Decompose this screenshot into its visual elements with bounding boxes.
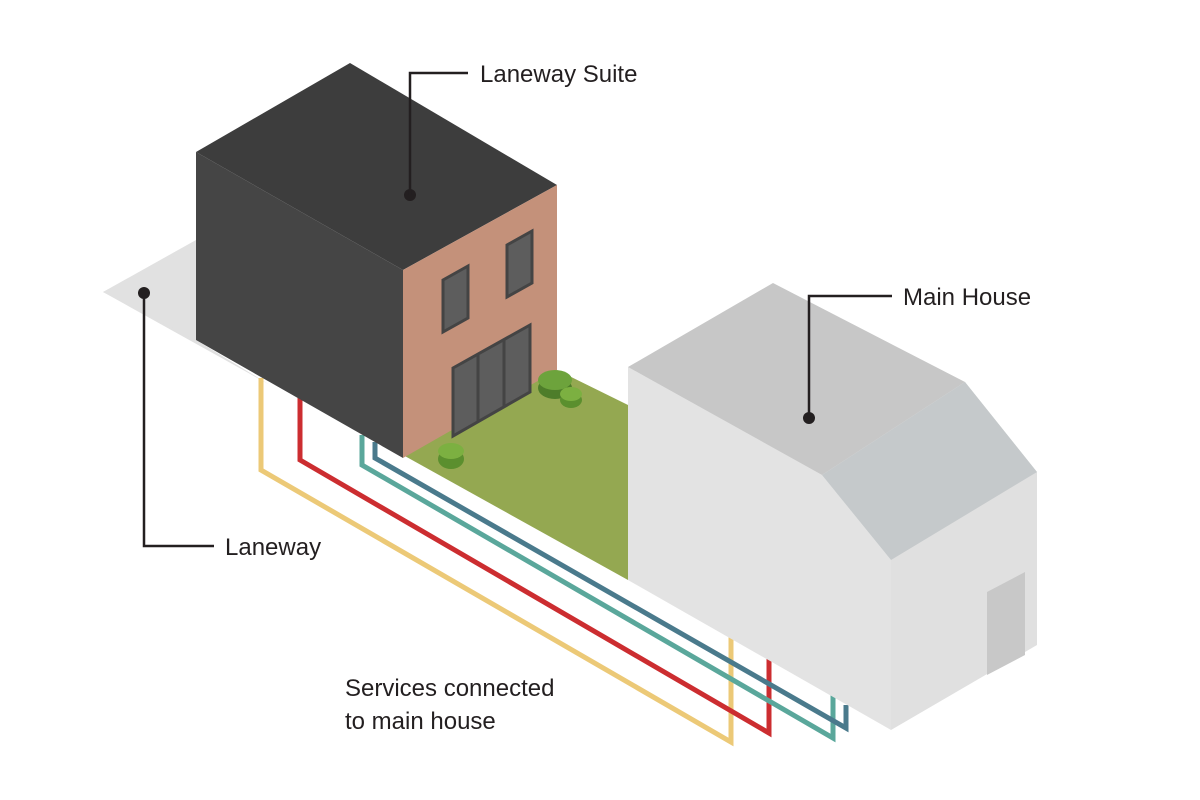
suite-window-right-frame bbox=[505, 228, 534, 300]
callouts bbox=[138, 71, 892, 548]
label-laneway: Laneway bbox=[225, 534, 321, 561]
shrub-small-top bbox=[560, 387, 582, 401]
laneway-suite-building bbox=[196, 63, 557, 458]
pipe-blue bbox=[372, 442, 849, 733]
house-door bbox=[987, 572, 1025, 675]
service-pipes bbox=[258, 378, 849, 747]
suite-patio-door bbox=[451, 322, 532, 439]
pipe-red bbox=[297, 398, 772, 738]
suite-window-right bbox=[507, 231, 532, 297]
backyard-lawn bbox=[403, 370, 628, 580]
house-roof-gable bbox=[822, 382, 1037, 560]
shrubs bbox=[438, 370, 582, 469]
laneway-leader bbox=[142, 293, 214, 548]
laneway-suite-leader bbox=[408, 71, 468, 195]
suite-roof bbox=[196, 63, 557, 270]
shrub-front-top bbox=[438, 443, 464, 459]
suite-window-left bbox=[443, 266, 468, 332]
pipe-teal bbox=[359, 435, 836, 743]
house-side-wall bbox=[628, 367, 891, 730]
suite-window-left-frame bbox=[441, 263, 470, 335]
label-laneway-suite: Laneway Suite bbox=[480, 61, 637, 88]
main-house-building bbox=[628, 283, 1037, 730]
house-roof-top bbox=[628, 283, 965, 475]
shrub-large-top bbox=[538, 370, 572, 390]
label-services-line1: Services connected bbox=[345, 675, 554, 702]
main-house-leader bbox=[807, 294, 892, 418]
pipe-yellow bbox=[258, 378, 734, 747]
suite-side-wall bbox=[196, 152, 403, 458]
label-services-line2: to main house bbox=[345, 708, 496, 735]
label-main-house: Main House bbox=[903, 284, 1031, 311]
